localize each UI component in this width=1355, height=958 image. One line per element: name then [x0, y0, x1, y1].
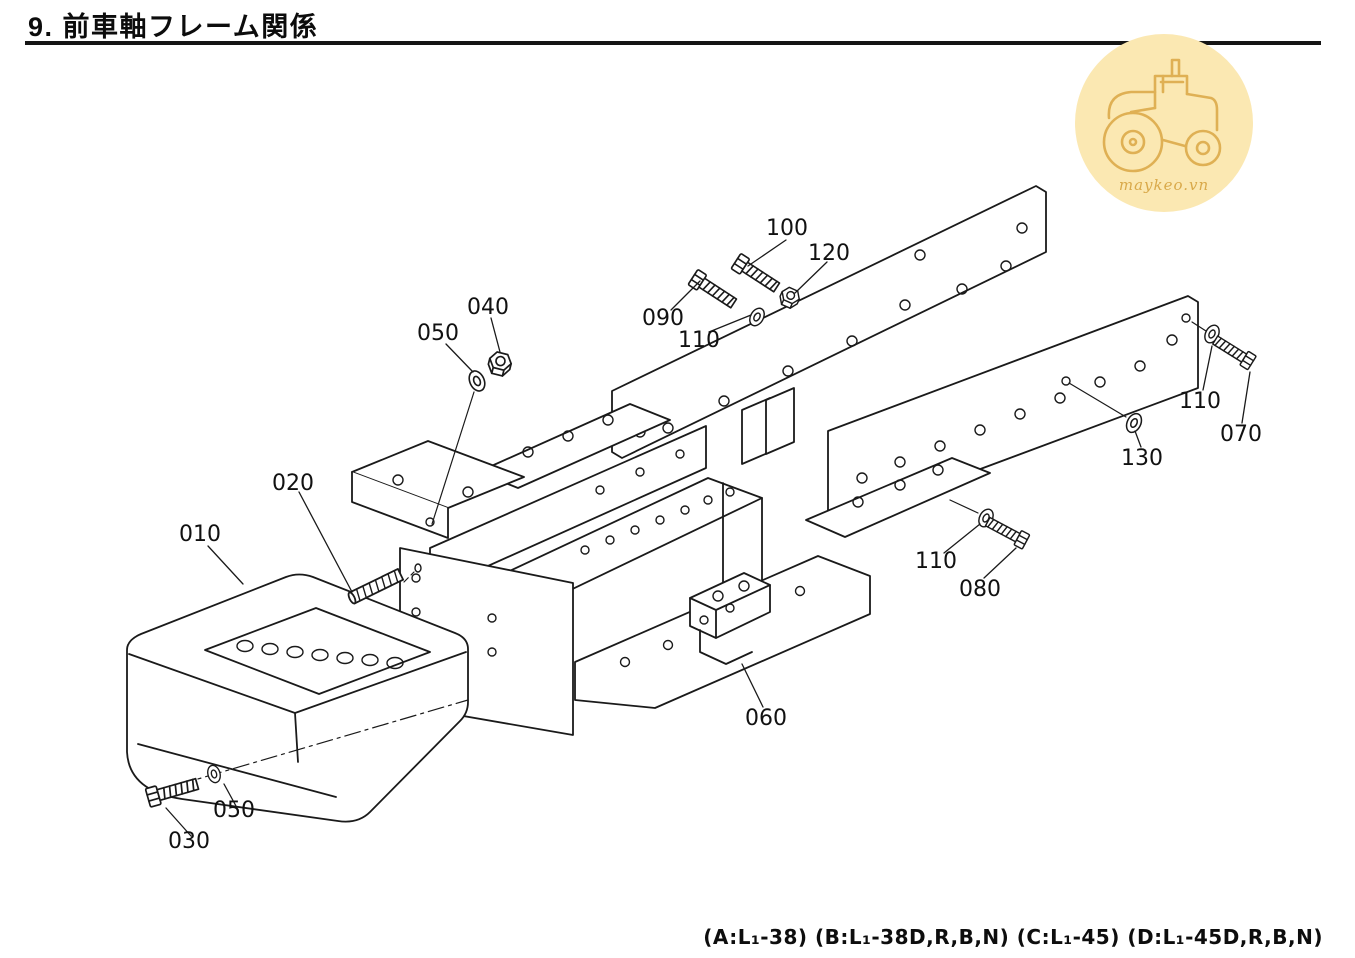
callout-130-label: 130 — [1121, 446, 1163, 471]
leader-100 — [747, 239, 787, 267]
leader-lines — [165, 239, 1251, 837]
callout-120-label: 120 — [808, 241, 850, 266]
leader-080 — [983, 547, 1017, 579]
leader-070 — [1241, 371, 1251, 424]
leader-040 — [490, 317, 501, 353]
left-top-bracket — [351, 440, 525, 539]
leader-090 — [670, 280, 701, 311]
leader-050-front — [223, 783, 237, 807]
leader-110-right — [1202, 345, 1213, 391]
bolt-070 — [1210, 332, 1258, 371]
callout-030-label: 030 — [168, 829, 210, 854]
watermark-text: maykeo.vn — [1118, 176, 1210, 194]
model-variants-note: (A:L₁-38) (B:L₁-38D,R,B,N) (C:L₁-45) (D:… — [703, 925, 1323, 949]
callout-100-label: 100 — [766, 216, 808, 241]
callout-110-right-label: 110 — [1179, 389, 1221, 414]
callout-020-label: 020 — [272, 471, 314, 496]
callout-070-label: 070 — [1220, 422, 1262, 447]
leader-060 — [741, 663, 764, 708]
callout-110-top-label: 110 — [678, 328, 720, 353]
title-underline — [25, 41, 1321, 45]
leader-130 — [1134, 430, 1142, 448]
callout-090-label: 090 — [642, 306, 684, 331]
washer-050-upper — [465, 367, 489, 395]
front-weight-010 — [126, 573, 469, 823]
callout-010-label: 010 — [179, 522, 221, 547]
nut-040 — [485, 349, 514, 379]
stud-020 — [347, 568, 405, 605]
callout-080-label: 080 — [959, 577, 1001, 602]
callout-050-front-label: 050 — [213, 798, 255, 823]
callout-050-upper-label: 050 — [417, 321, 459, 346]
bolt-090 — [687, 268, 740, 312]
bolt-080 — [983, 513, 1031, 550]
leader-010 — [207, 545, 244, 585]
upper-rail-plate — [611, 185, 1047, 459]
tractor-icon — [1102, 58, 1222, 173]
bracket-060 — [689, 572, 771, 665]
callout-060-label: 060 — [745, 706, 787, 731]
leader-020 — [298, 491, 353, 593]
assembly-axis-lines — [149, 321, 1207, 794]
leader-120 — [794, 261, 828, 294]
callout-labels: 010 020 030 040 050 050 060 070 080 090 … — [168, 216, 1262, 854]
callout-110-mid-label: 110 — [915, 549, 957, 574]
frame-upright-tabs — [741, 387, 795, 465]
fasteners — [144, 252, 1258, 809]
watermark-badge: maykeo.vn — [1075, 34, 1253, 212]
callout-040-label: 040 — [467, 295, 509, 320]
page-title: 9. 前車軸フレーム関係 — [28, 12, 319, 42]
mid-right-plate — [805, 457, 991, 538]
leader-050-upper — [445, 343, 474, 373]
leader-110-mid — [943, 523, 981, 554]
leader-110-top — [708, 314, 752, 333]
leader-030 — [165, 807, 192, 837]
